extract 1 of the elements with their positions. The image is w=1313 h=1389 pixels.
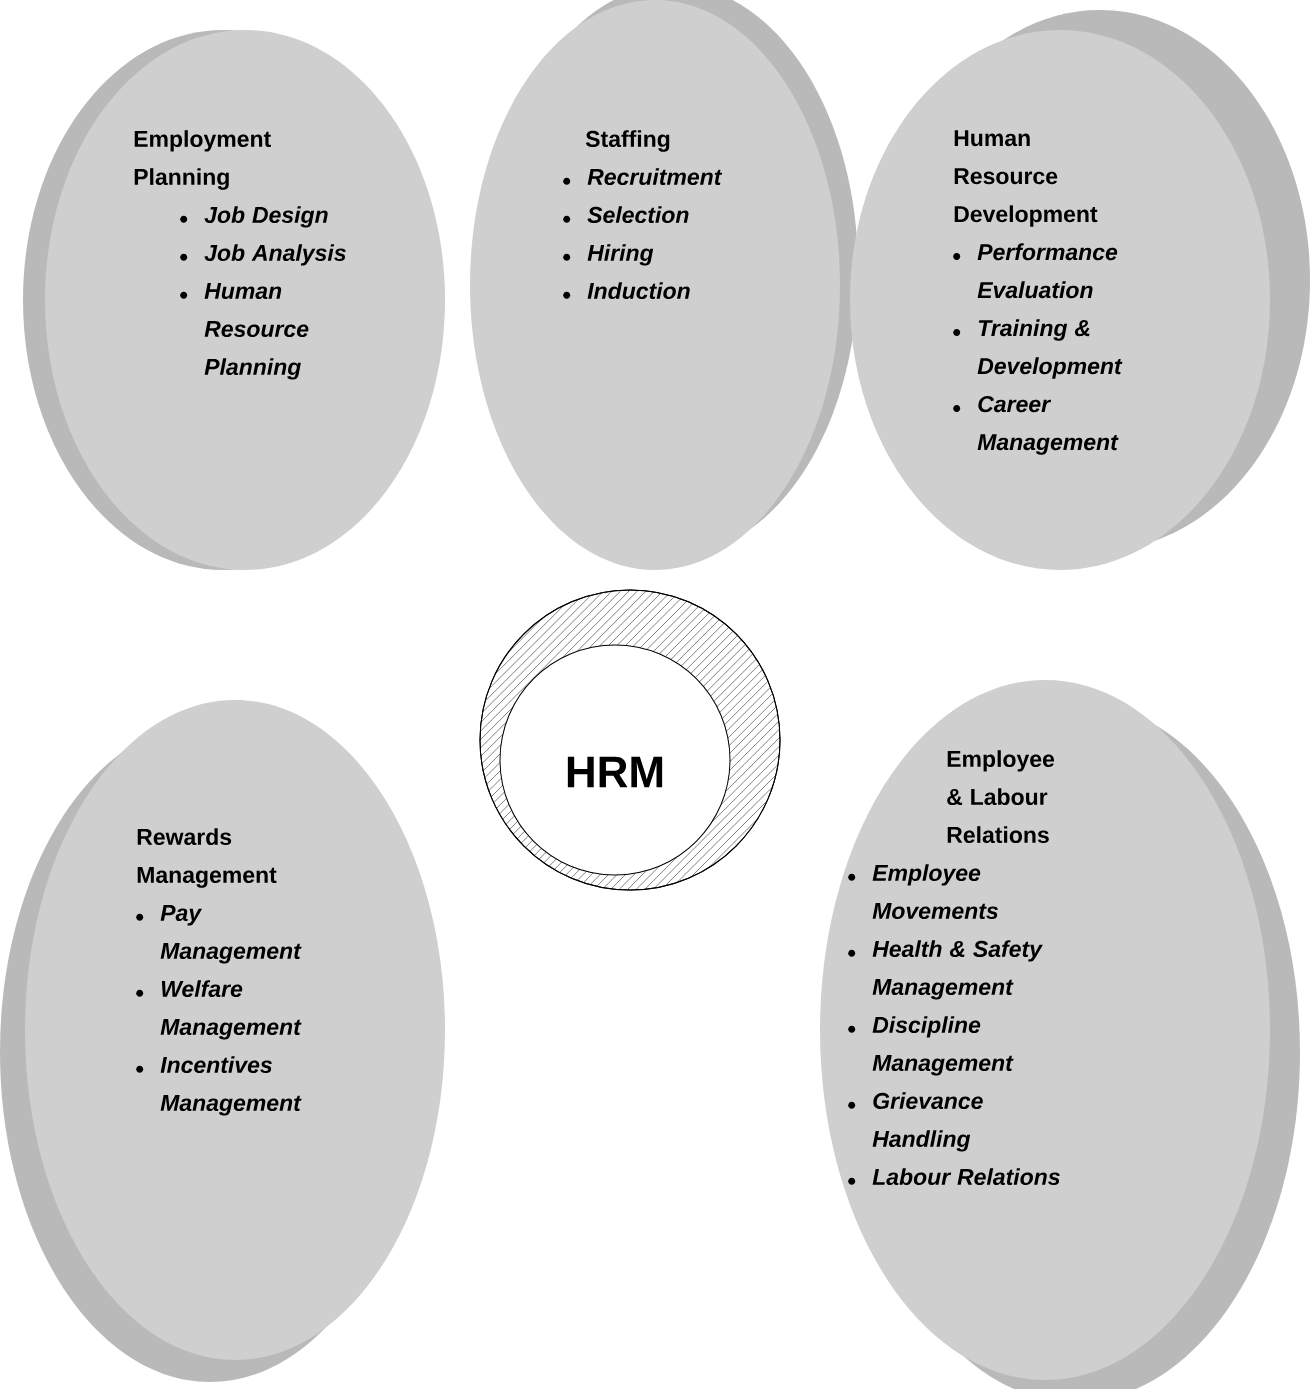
- center-label: HRM: [567, 756, 663, 788]
